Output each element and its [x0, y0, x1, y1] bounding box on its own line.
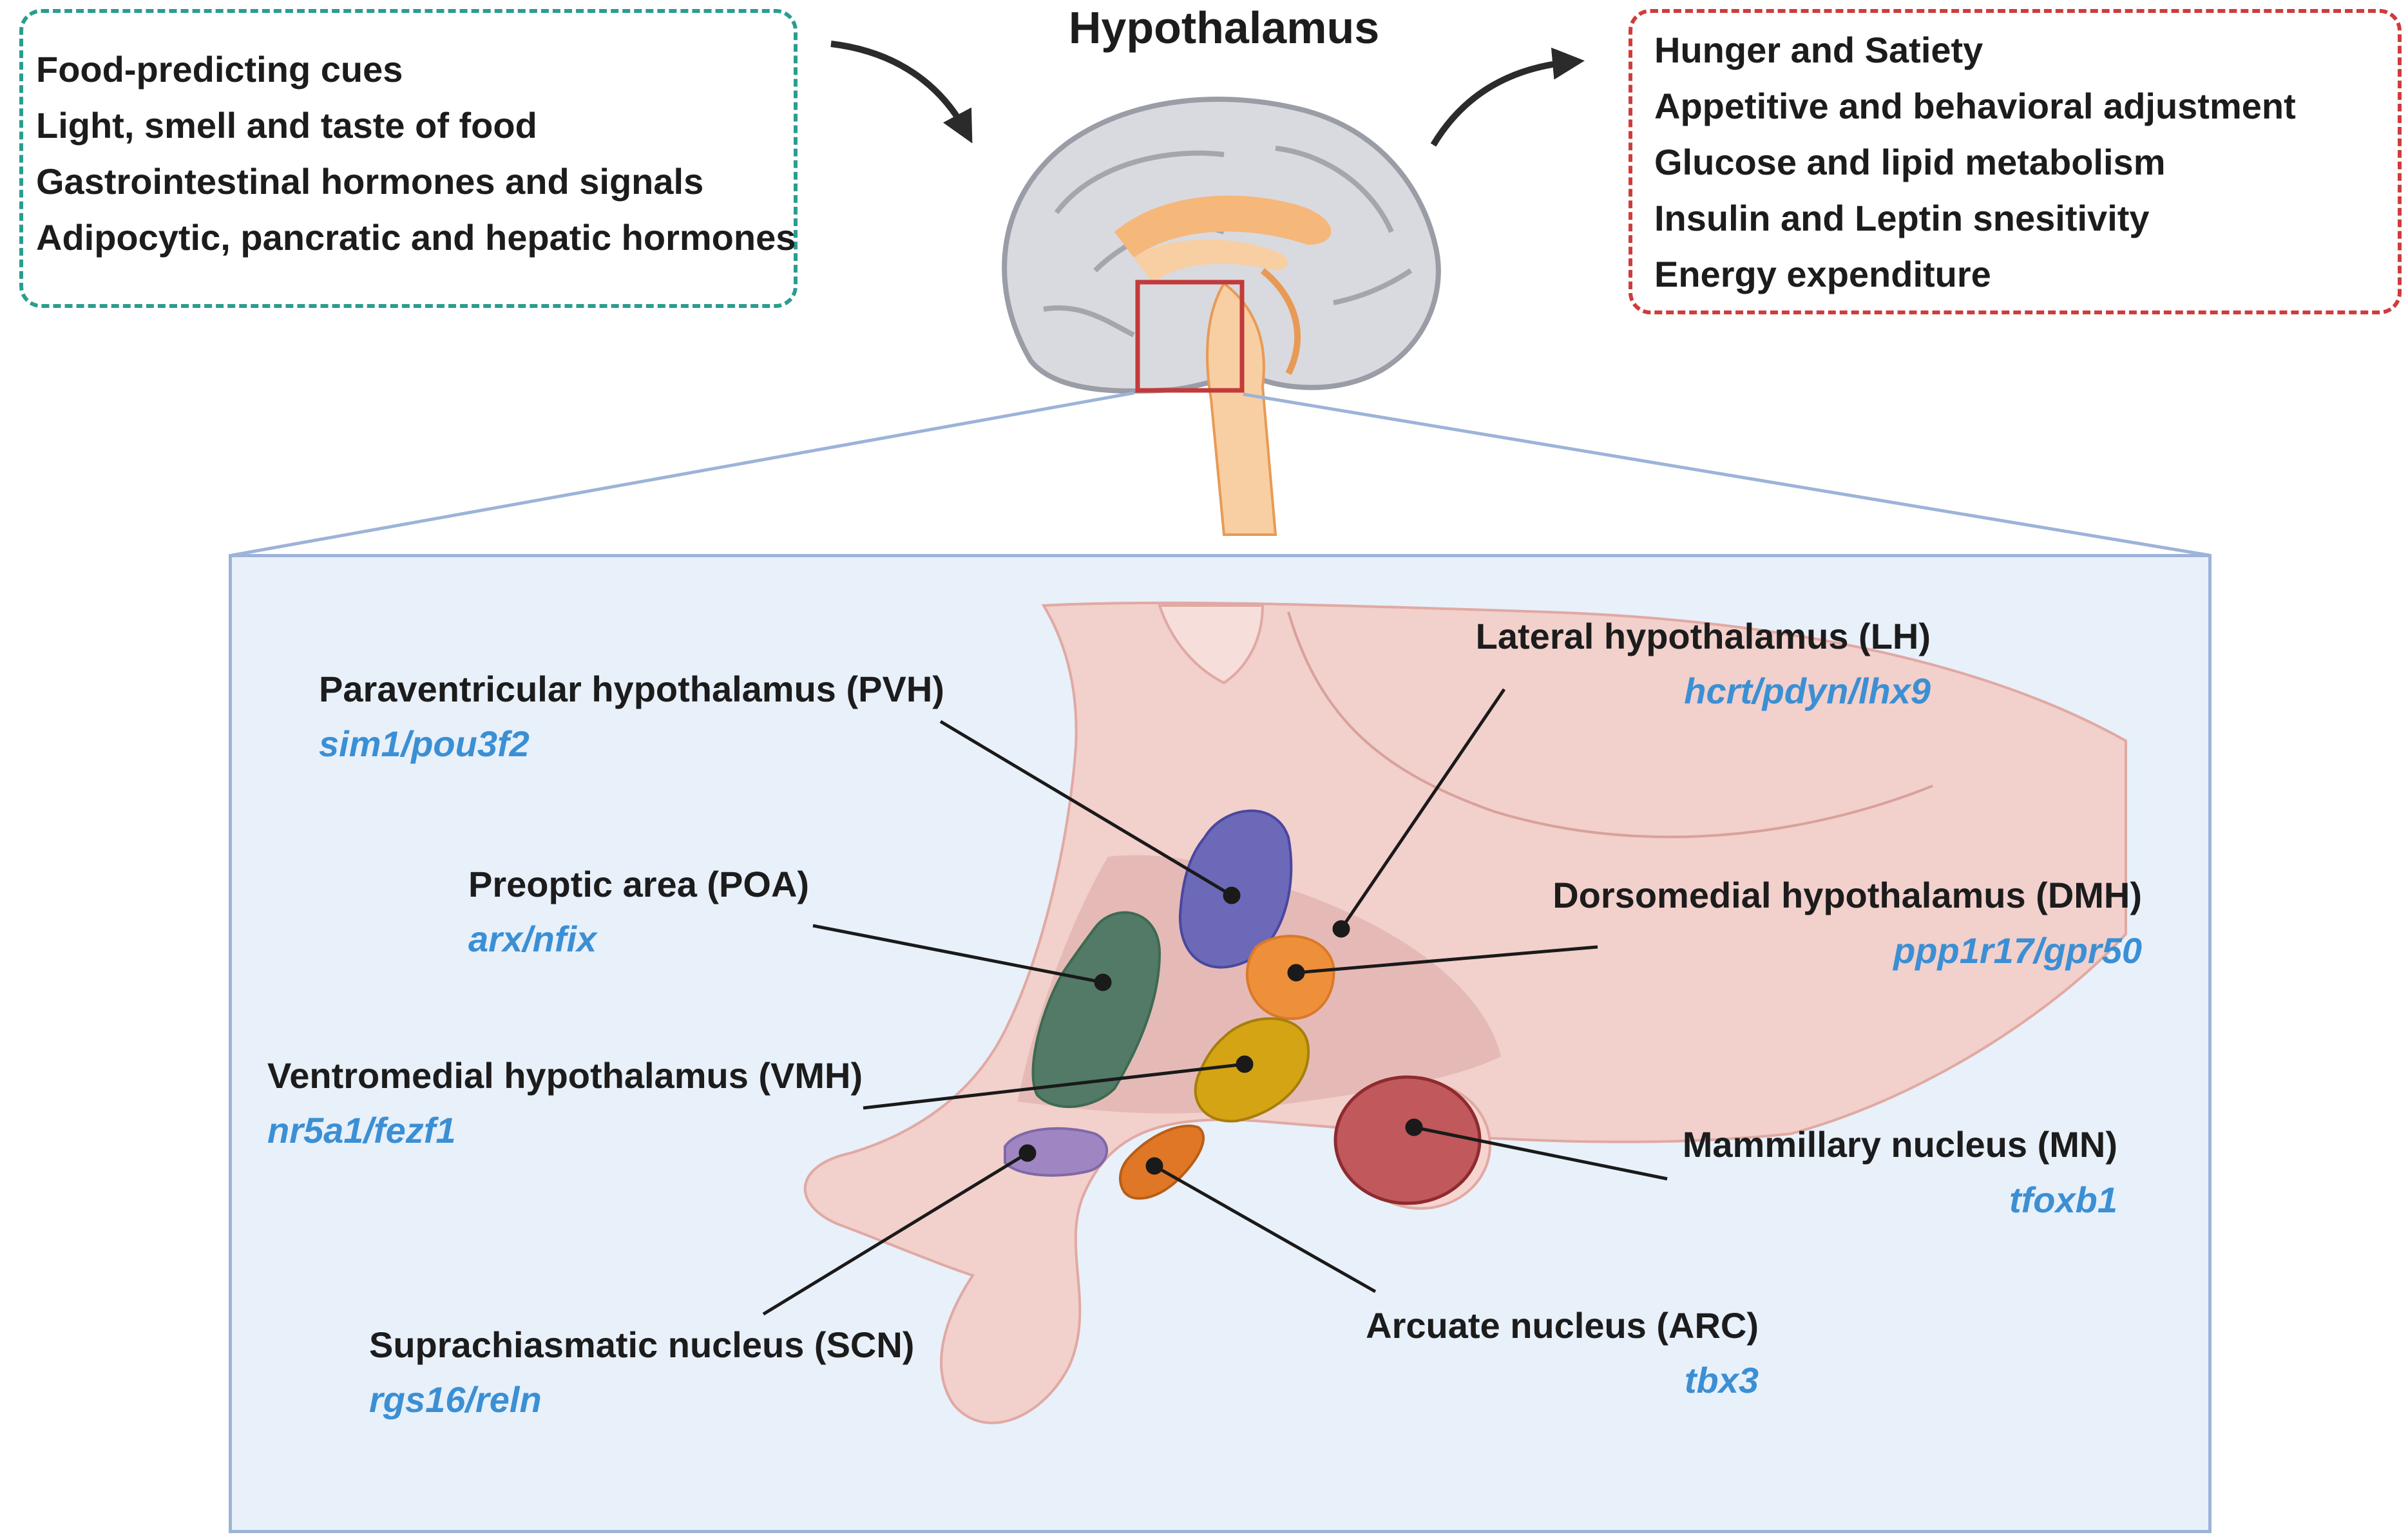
- vmh-leader: [863, 1062, 1245, 1110]
- diagram-title: Hypothalamus: [1068, 3, 1380, 53]
- mn-genes: tfoxb1: [2009, 1179, 2117, 1220]
- output-function-item: Hunger and Satiety: [1654, 30, 1983, 70]
- zoom-highlight-box: [1135, 280, 1245, 393]
- dmh-genes: ppp1r17/gpr50: [1893, 930, 2142, 971]
- poa-label: Preoptic area (POA): [468, 864, 810, 904]
- dmh-label: Dorsomedial hypothalamus (DMH): [1553, 875, 2142, 915]
- output-function-item: Insulin and Leptin snesitivity: [1654, 198, 2150, 238]
- zoom-line-right: [1243, 392, 2210, 557]
- vmh-nucleus: [1194, 1017, 1310, 1123]
- input-signals-box: [19, 9, 798, 308]
- input-signal-item: Gastrointestinal hormones and signals: [36, 161, 704, 202]
- scn-genes: rgs16/reln: [369, 1379, 542, 1420]
- arc-genes: tbx3: [1684, 1360, 1759, 1400]
- brain-icon: [1002, 97, 1441, 536]
- zoom-line-left: [231, 391, 1134, 557]
- input-signals-list: Food-predicting cues Light, smell and ta…: [36, 41, 796, 265]
- mn-label: Mammillary nucleus (MN): [1682, 1124, 2117, 1165]
- output-functions-list: Hunger and Satiety Appetitive and behavi…: [1654, 22, 2296, 302]
- input-signal-item: Food-predicting cues: [36, 49, 403, 90]
- poa-leader: [812, 924, 1104, 984]
- output-function-item: Energy expenditure: [1654, 254, 1991, 294]
- output-function-item: Appetitive and behavioral adjustment: [1654, 86, 2296, 126]
- arc-label: Arcuate nucleus (ARC): [1366, 1305, 1759, 1346]
- lh-label: Lateral hypothalamus (LH): [1475, 616, 1931, 656]
- lh-genes: hcrt/pdyn/lhx9: [1684, 671, 1931, 711]
- lh-leader: [1339, 688, 1506, 930]
- output-function-item: Glucose and lipid metabolism: [1654, 142, 2166, 182]
- mn-nucleus: [1333, 1075, 1482, 1205]
- output-functions-box: [1629, 9, 2402, 314]
- dmh-leader: [1295, 945, 1598, 975]
- vmh-genes: nr5a1/fezf1: [267, 1110, 456, 1150]
- input-arrow: [830, 41, 973, 144]
- output-arrow: [1430, 47, 1585, 147]
- vmh-label: Ventromedial hypothalamus (VMH): [267, 1055, 863, 1096]
- scn-leader: [762, 1151, 1029, 1316]
- pvh-genes: sim1/pou3f2: [319, 723, 530, 764]
- pvh-leader: [939, 720, 1233, 897]
- scn-label: Suprachiasmatic nucleus (SCN): [369, 1324, 915, 1365]
- scn-nucleus: [1004, 1127, 1108, 1177]
- poa-nucleus: [1031, 911, 1161, 1109]
- arc-leader: [1153, 1164, 1377, 1294]
- mn-leader: [1413, 1125, 1668, 1181]
- input-signal-item: Adipocytic, pancratic and hepatic hormon…: [36, 217, 796, 258]
- input-signal-item: Light, smell and taste of food: [36, 105, 537, 146]
- pvh-label: Paraventricular hypothalamus (PVH): [319, 669, 944, 709]
- poa-genes: arx/nfix: [468, 919, 597, 959]
